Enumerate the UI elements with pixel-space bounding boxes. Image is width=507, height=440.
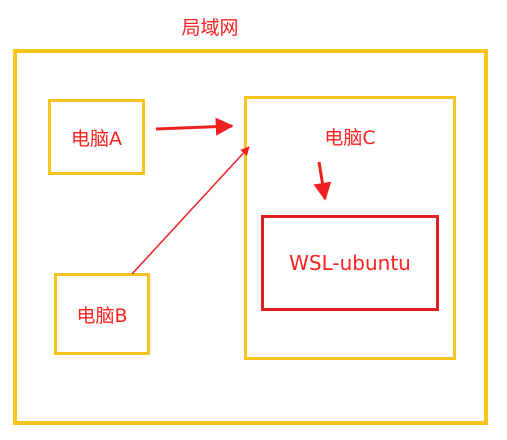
- arrow-b-to-c: [131, 146, 250, 275]
- computer-a-box: 电脑A: [48, 99, 145, 175]
- arrow-a-to-c: [155, 117, 234, 136]
- computer-b-label: 电脑B: [76, 304, 128, 327]
- computer-a-label: 电脑A: [71, 127, 122, 150]
- computer-b-box: 电脑B: [54, 273, 150, 355]
- wsl-ubuntu-label: WSL-ubuntu: [289, 251, 411, 275]
- computer-c-label: 电脑C: [324, 127, 376, 149]
- arrow-c-to-wsl: [313, 161, 332, 201]
- network-label: 局域网: [181, 17, 239, 39]
- lan-boundary-box: [13, 49, 488, 425]
- computer-c-box: [244, 96, 456, 360]
- wsl-ubuntu-box: WSL-ubuntu: [261, 215, 439, 311]
